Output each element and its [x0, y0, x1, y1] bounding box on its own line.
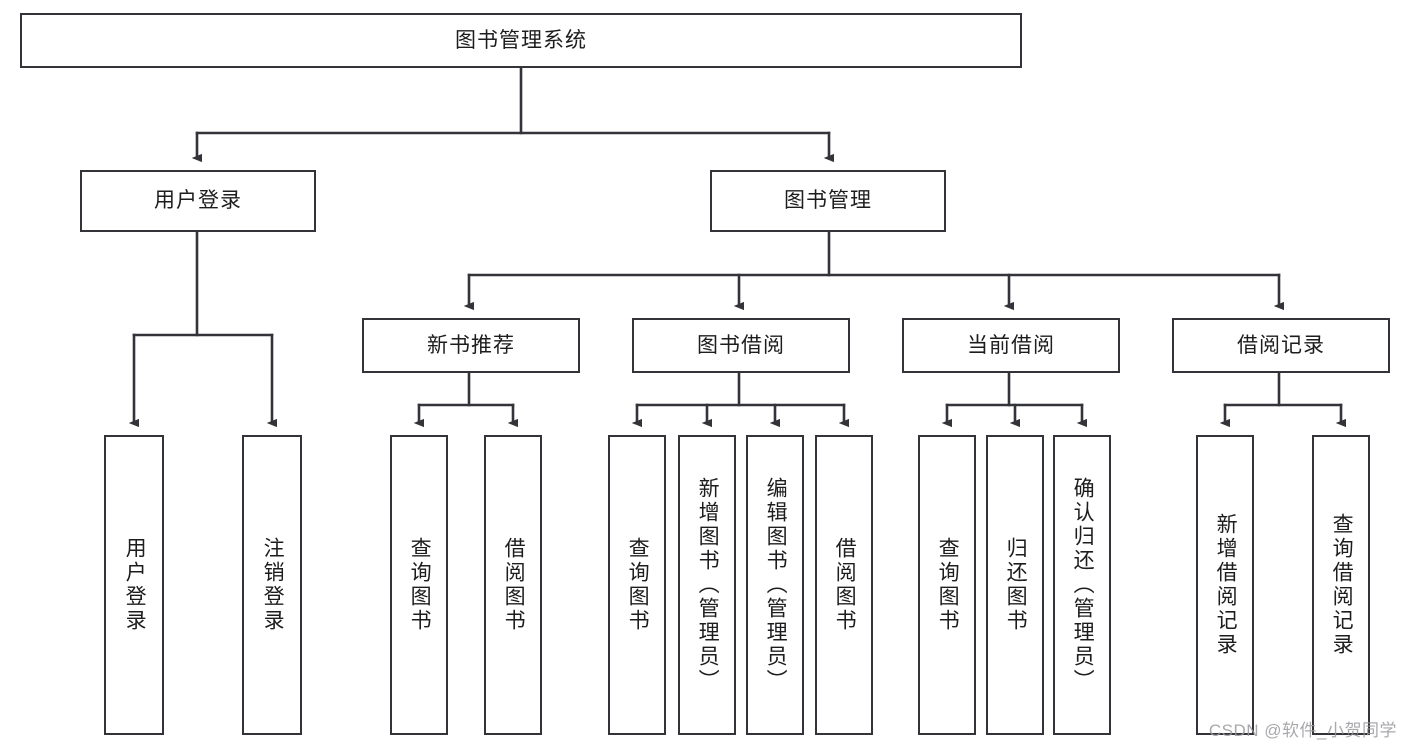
node-current-borrow-label: 当前借阅: [967, 333, 1055, 357]
node-leaf-add-book-label: 新增图书（管理员）: [696, 477, 720, 693]
node-leaf-query-book-1[interactable]: 查询图书: [390, 435, 448, 735]
node-new-book-recommend-label: 新书推荐: [427, 333, 515, 357]
node-book-manage[interactable]: 图书管理: [710, 170, 946, 232]
node-borrow-record-label: 借阅记录: [1237, 333, 1325, 357]
node-leaf-query-book-3-label: 查询图书: [936, 537, 960, 633]
node-book-borrow-label: 图书借阅: [697, 333, 785, 357]
node-current-borrow[interactable]: 当前借阅: [902, 318, 1120, 373]
node-leaf-borrow-book-2-label: 借阅图书: [833, 537, 857, 633]
node-new-book-recommend[interactable]: 新书推荐: [362, 318, 580, 373]
node-leaf-user-logout-label: 注销登录: [261, 537, 285, 633]
node-leaf-user-login[interactable]: 用户登录: [104, 435, 164, 735]
node-leaf-return-book[interactable]: 归还图书: [986, 435, 1044, 735]
node-leaf-add-book[interactable]: 新增图书（管理员）: [678, 435, 736, 735]
node-book-manage-label: 图书管理: [784, 189, 872, 213]
node-book-borrow[interactable]: 图书借阅: [632, 318, 850, 373]
node-leaf-user-logout[interactable]: 注销登录: [242, 435, 302, 735]
node-leaf-borrow-book-1[interactable]: 借阅图书: [484, 435, 542, 735]
node-leaf-query-book-3[interactable]: 查询图书: [918, 435, 976, 735]
node-leaf-edit-book-label: 编辑图书（管理员）: [764, 477, 788, 693]
node-leaf-confirm-return-label: 确认归还（管理员）: [1071, 477, 1095, 693]
node-borrow-record[interactable]: 借阅记录: [1172, 318, 1390, 373]
node-leaf-query-record-label: 查询借阅记录: [1330, 513, 1354, 657]
node-leaf-user-login-label: 用户登录: [123, 537, 147, 633]
node-leaf-edit-book[interactable]: 编辑图书（管理员）: [746, 435, 804, 735]
node-leaf-query-record[interactable]: 查询借阅记录: [1312, 435, 1370, 735]
node-root[interactable]: 图书管理系统: [20, 13, 1022, 68]
node-leaf-confirm-return[interactable]: 确认归还（管理员）: [1053, 435, 1111, 735]
node-leaf-query-book-2[interactable]: 查询图书: [608, 435, 666, 735]
node-leaf-add-record-label: 新增借阅记录: [1214, 513, 1238, 657]
node-root-label: 图书管理系统: [455, 28, 587, 52]
node-user-login[interactable]: 用户登录: [80, 170, 316, 232]
node-leaf-borrow-book-1-label: 借阅图书: [502, 537, 526, 633]
node-leaf-add-record[interactable]: 新增借阅记录: [1196, 435, 1254, 735]
node-leaf-query-book-2-label: 查询图书: [626, 537, 650, 633]
node-leaf-return-book-label: 归还图书: [1004, 537, 1028, 633]
node-leaf-borrow-book-2[interactable]: 借阅图书: [815, 435, 873, 735]
csdn-watermark: CSDN @软件_小贺同学: [1208, 721, 1397, 740]
node-user-login-label: 用户登录: [154, 189, 242, 213]
node-leaf-query-book-1-label: 查询图书: [408, 537, 432, 633]
